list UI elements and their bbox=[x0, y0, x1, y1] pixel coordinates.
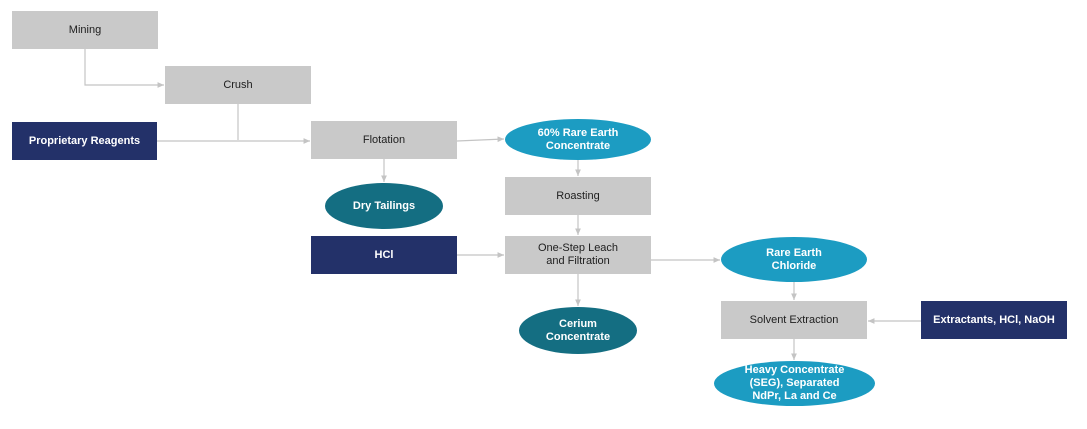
proprietary-reagents-box: Proprietary Reagents bbox=[12, 122, 157, 160]
edge-flotation-to-concentrate bbox=[456, 136, 505, 143]
solvent-extraction-box: Solvent Extraction bbox=[721, 301, 867, 339]
rare-earth-chloride-ellipse: Rare Earth Chloride bbox=[721, 237, 867, 282]
extractants-box: Extractants, HCl, NaOH bbox=[921, 301, 1067, 339]
crush-box: Crush bbox=[165, 66, 311, 104]
roasting-box: Roasting bbox=[505, 177, 651, 215]
flotation-box: Flotation bbox=[311, 121, 457, 159]
rare-earth-concentrate-ellipse: 60% Rare Earth Concentrate bbox=[505, 119, 651, 160]
edge-mining-to-crush bbox=[84, 49, 164, 88]
dry-tailings-ellipse: Dry Tailings bbox=[325, 183, 443, 229]
heavy-concentrate-ellipse: Heavy Concentrate (SEG), Separated NdPr,… bbox=[714, 361, 875, 406]
mining-box: Mining bbox=[12, 11, 158, 49]
leach-filtration-box: One-Step Leach and Filtration bbox=[505, 236, 651, 274]
hcl-box: HCl bbox=[311, 236, 457, 274]
cerium-concentrate-ellipse: Cerium Concentrate bbox=[519, 307, 637, 354]
